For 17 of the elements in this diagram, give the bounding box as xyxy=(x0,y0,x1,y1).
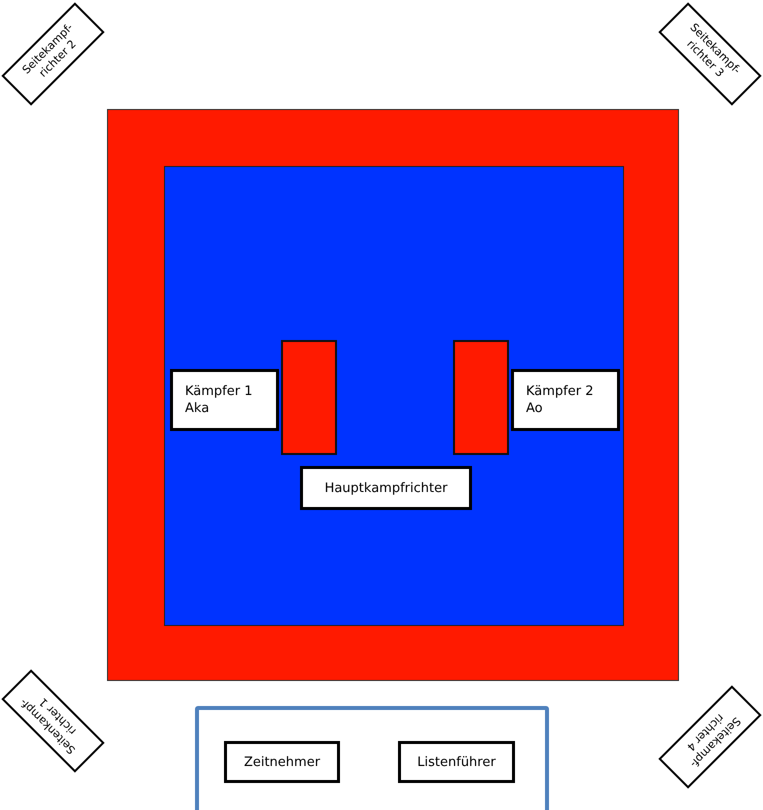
fighter-box xyxy=(511,369,620,431)
mat-area xyxy=(107,109,679,681)
label-text: Zeitnehmer xyxy=(244,754,320,770)
start-marker xyxy=(281,340,337,455)
label-text: Aka xyxy=(185,400,210,417)
label-text: Ao xyxy=(526,400,543,417)
officials-table xyxy=(195,706,549,810)
label-box xyxy=(398,741,515,783)
label-box xyxy=(300,466,472,510)
label-text: Kämpfer 1 xyxy=(185,383,253,400)
label-box xyxy=(224,741,340,783)
label-text: Kämpfer 2 xyxy=(526,383,594,400)
label-text: Hauptkampfrichter xyxy=(324,480,448,496)
competition-area xyxy=(164,166,624,626)
label-text: Listenführer xyxy=(417,754,496,770)
start-marker xyxy=(453,340,509,455)
fighter-box xyxy=(170,369,279,431)
